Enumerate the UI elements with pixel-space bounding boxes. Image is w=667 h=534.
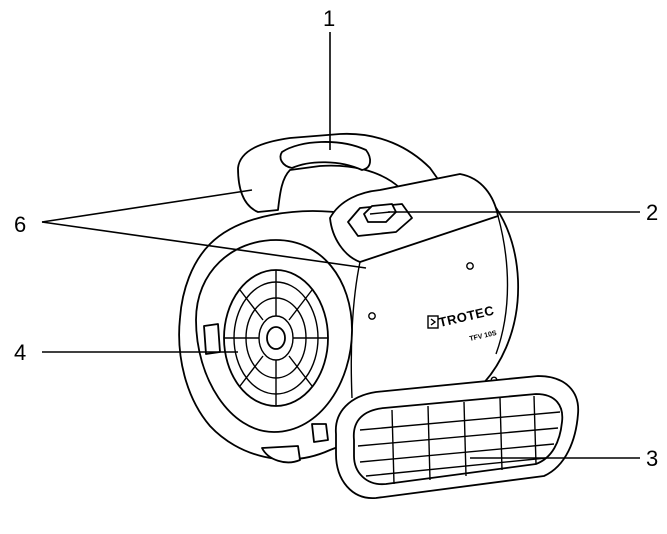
- callout-1: 1: [323, 6, 335, 31]
- leader-lines: [41, 32, 640, 459]
- air-mover-device: TROTEC TFV 10S: [178, 132, 579, 499]
- leader-line-6b: [41, 221, 367, 269]
- carry-handle-grip: [279, 141, 371, 171]
- fan-grille-icon: [223, 269, 329, 407]
- callout-2: 2: [646, 200, 658, 225]
- callout-labels: 1 2 3 4 6: [14, 6, 658, 471]
- leader-line-6a: [41, 189, 253, 223]
- screw: [466, 262, 474, 270]
- mounting-tab-bottom: [311, 423, 329, 443]
- callout-4: 4: [14, 340, 26, 365]
- switch-detail: [369, 211, 391, 215]
- callout-6: 6: [14, 212, 26, 237]
- chevron-box-icon: [427, 315, 439, 329]
- callout-3: 3: [646, 446, 658, 471]
- top-shell: [329, 173, 499, 263]
- screw: [368, 312, 376, 320]
- base-foot-left: [261, 445, 301, 464]
- mounting-tab-left: [203, 323, 221, 355]
- side-panel-curve: [495, 215, 509, 355]
